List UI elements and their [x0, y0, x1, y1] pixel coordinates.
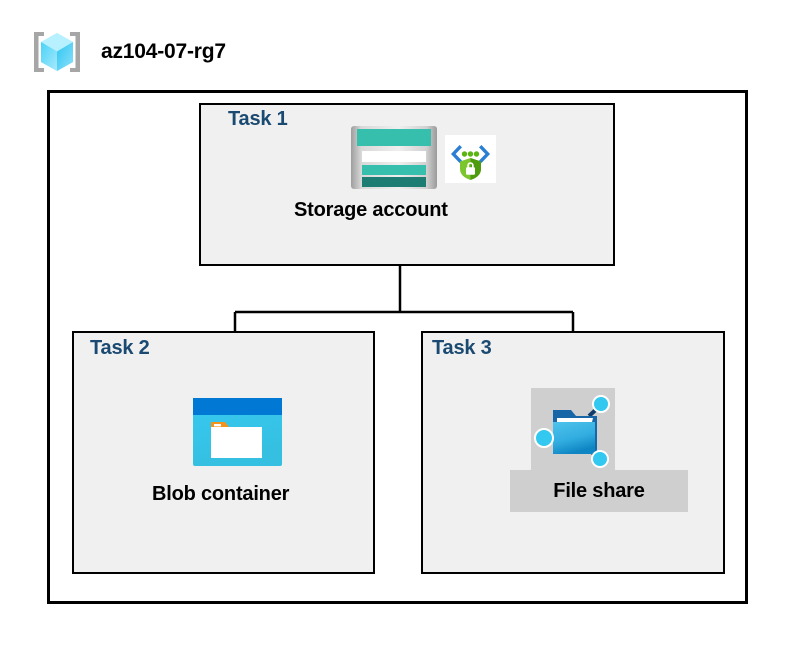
- file-share-label: File share: [510, 470, 688, 512]
- blob-container-label: Blob container: [152, 483, 290, 505]
- task-2-label: Task 2: [90, 337, 150, 359]
- storage-account-icon: [351, 126, 437, 189]
- task-1-label: Task 1: [228, 108, 288, 130]
- resource-group-title: az104-07-rg7: [101, 40, 226, 63]
- file-share-icon-highlight: [531, 388, 615, 472]
- resource-group-icon: [34, 32, 80, 72]
- task-3-label: Task 3: [432, 337, 492, 359]
- file-share-icon: [534, 395, 610, 468]
- resource-group-header: az104-07-rg7: [31, 28, 226, 76]
- storage-account-label: Storage account: [294, 199, 448, 221]
- blob-container-icon: [193, 398, 282, 466]
- storage-security-badge-icon: [445, 135, 496, 183]
